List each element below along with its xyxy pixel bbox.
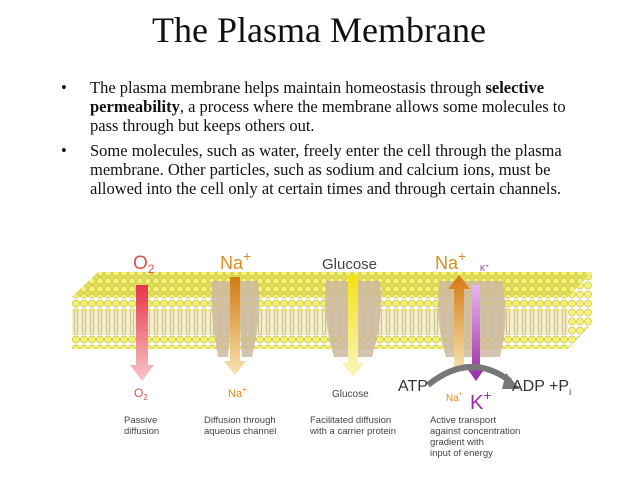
bullet-list: • The plasma membrane helps maintain hom… [58, 78, 598, 204]
bullet-text-suffix: , a process where the membrane allows so… [90, 97, 566, 135]
caption-passive: Passive diffusion [124, 415, 160, 437]
na-bottom-label: Na+ [228, 385, 247, 400]
caption-channel: Diffusion through aqueous channel [204, 415, 278, 437]
na-pump-arrow [448, 275, 470, 371]
glucose-top-label: Glucose [322, 256, 377, 273]
k-bottom-label: K+ [470, 387, 492, 414]
bullet-dot: • [61, 78, 67, 97]
bullet-text-prefix: The plasma membrane helps maintain homeo… [90, 78, 486, 97]
bullet-dot: • [61, 141, 67, 160]
bullet-text-bold: selective permeability [90, 78, 545, 116]
slide-title: The Plasma Membrane [152, 10, 486, 50]
bullet-item: • The plasma membrane helps maintain hom… [58, 78, 598, 135]
glucose-bottom-label: Glucose [332, 389, 369, 400]
caption-facilitated: Facilitated diffusion with a carrier pro… [309, 415, 396, 437]
o2-bottom-label: O2 [134, 386, 148, 402]
atp-adp-arrow [426, 364, 512, 388]
membrane-transport-diagram: O2 Na+ Glucose Na+ K+ O2 Na+ Glucose ATP… [72, 248, 592, 459]
atp-adp-arrowhead [502, 373, 520, 389]
na-pump-bottom-label: Na+ [446, 391, 463, 404]
k-top-label: K+ [480, 264, 489, 273]
na-channel-arrow [224, 277, 246, 375]
k-pump-arrow [466, 285, 486, 381]
caption-active: Active transport against concentration g… [430, 415, 523, 459]
o2-top-label: O2 [133, 253, 155, 276]
pump-protein [438, 281, 506, 357]
atp-label: ATP [398, 378, 428, 395]
na-pump-top-label: Na+ [435, 248, 466, 273]
membrane-side-face [568, 272, 592, 349]
glucose-carrier-arrow [342, 275, 364, 377]
na-top-label: Na+ [220, 248, 251, 273]
o2-diffusion-arrow [130, 285, 154, 381]
bullet-item: • Some molecules, such as water, freely … [58, 141, 598, 198]
channel-protein [211, 281, 260, 357]
adp-label: ADP +Pi [512, 378, 571, 397]
bullet-text-prefix: Some molecules, such as water, freely en… [90, 141, 562, 198]
